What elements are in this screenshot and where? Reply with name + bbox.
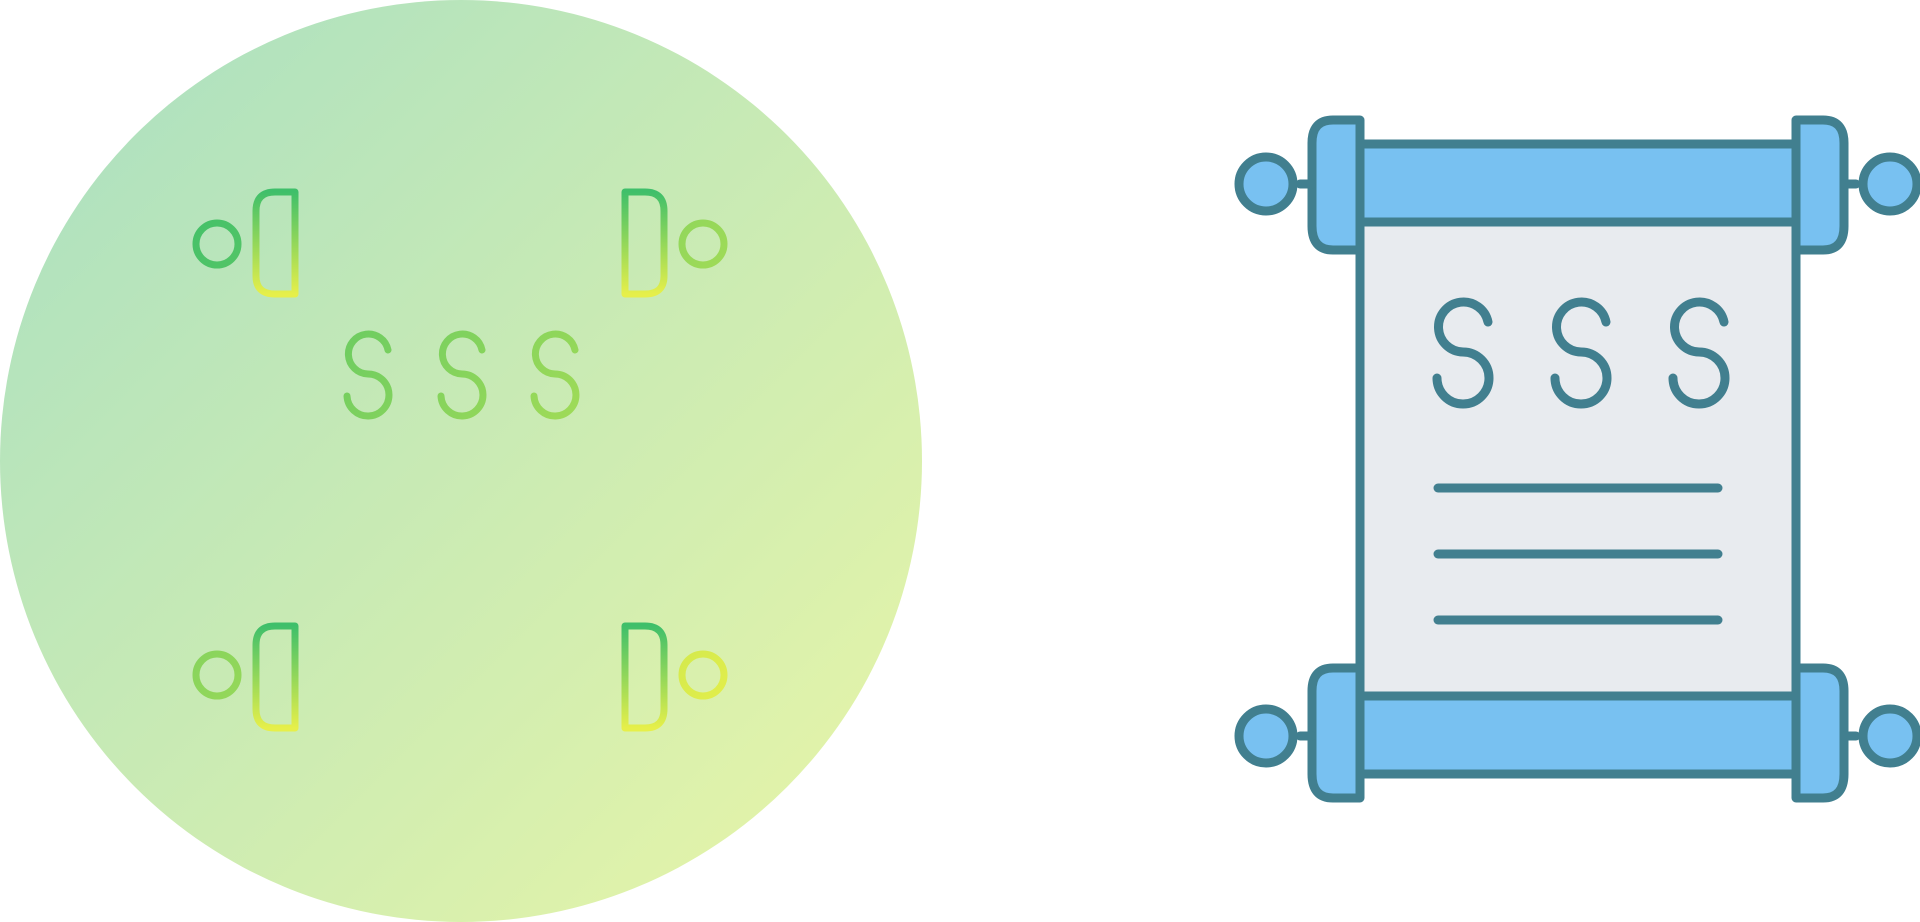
top-left-knob bbox=[1234, 152, 1298, 216]
symbol-s-3 bbox=[1668, 297, 1730, 409]
bottom-right-knob bbox=[1858, 704, 1920, 768]
symbol-row bbox=[343, 330, 580, 420]
symbol-s-1 bbox=[343, 330, 393, 420]
symbol-s-2 bbox=[1550, 297, 1612, 409]
scroll-filled-art bbox=[1234, 115, 1920, 803]
top-right-cap bbox=[621, 188, 668, 298]
scroll-line-art bbox=[192, 188, 728, 732]
top-roller bbox=[1355, 139, 1801, 227]
bottom-roller bbox=[1355, 691, 1801, 779]
bottom-left-knob bbox=[192, 650, 242, 700]
bottom-right-knob bbox=[678, 650, 728, 700]
bottom-right-cap bbox=[1791, 663, 1849, 803]
top-right-knob bbox=[678, 219, 728, 269]
top-left-cap bbox=[1307, 115, 1365, 255]
symbol-s-3 bbox=[530, 330, 580, 420]
scroll-icon-filled bbox=[1220, 100, 1920, 820]
symbol-row bbox=[1432, 297, 1730, 409]
background-circle bbox=[0, 0, 922, 922]
bottom-left-knob bbox=[1234, 704, 1298, 768]
top-left-cap bbox=[252, 188, 299, 298]
symbol-s-2 bbox=[437, 330, 487, 420]
bottom-left-cap bbox=[252, 622, 299, 732]
scroll-icon-gradient bbox=[0, 0, 922, 922]
scroll-filled-svg bbox=[1234, 115, 1920, 803]
bottom-right-cap bbox=[621, 622, 668, 732]
paper-body bbox=[1355, 217, 1801, 701]
top-left-knob bbox=[192, 219, 242, 269]
symbol-s-1 bbox=[1432, 297, 1494, 409]
top-right-knob bbox=[1858, 152, 1920, 216]
bottom-left-cap bbox=[1307, 663, 1365, 803]
scroll-gradient-svg bbox=[0, 0, 922, 922]
top-right-cap bbox=[1791, 115, 1849, 255]
